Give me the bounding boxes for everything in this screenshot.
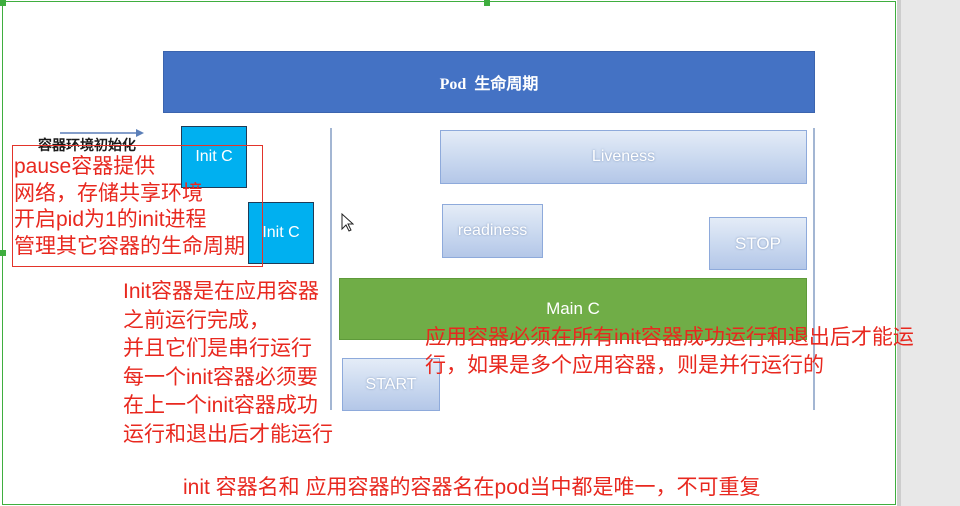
selection-handle-middle-left[interactable] — [0, 250, 6, 256]
arrow-right-icon — [60, 129, 144, 137]
timeline-divider-right — [813, 128, 815, 410]
init-containers-note[interactable]: Init容器是在应用容器 之前运行完成， 并且它们是串行运行 每一个init容器… — [123, 278, 333, 450]
pause-container-note: pause容器提供 网络，存储共享环境 开启pid为1的init进程 管理其它容… — [14, 154, 245, 261]
note-line: 管理其它容器的生命周期 — [14, 235, 245, 259]
main-container-bar[interactable]: Main C — [339, 278, 807, 340]
readiness-label: readiness — [457, 222, 528, 239]
note-line: pause容器提供 — [14, 155, 156, 178]
init-container-second[interactable]: Init C — [248, 202, 314, 264]
selection-handle-top-center[interactable] — [484, 0, 490, 6]
note-line: 运行和退出后才能运行 — [123, 422, 333, 446]
pause-container-note-box[interactable] — [12, 145, 263, 267]
liveness-probe-box[interactable]: Liveness — [440, 130, 807, 184]
init-container-first[interactable]: Init C — [181, 126, 247, 188]
note-line: 每一个init容器必须要 — [123, 365, 318, 389]
selection-handle-top-left[interactable] — [0, 0, 6, 6]
editor-side-panel — [897, 0, 960, 506]
note-line: Init容器是在应用容器 — [123, 280, 320, 303]
app-containers-note[interactable]: 应用容器必须在所有init容器成功运行和退出后才能运 行，如果是多个应用容器，则… — [425, 324, 914, 380]
liveness-label: Liveness — [591, 148, 656, 165]
stop-hook-box[interactable]: STOP — [709, 217, 807, 270]
pod-lifecycle-header[interactable]: Pod 生命周期 — [163, 51, 815, 113]
note-line: 行，如果是多个应用容器，则是并行运行的 — [425, 354, 824, 377]
note-line: 之前运行完成， — [123, 308, 270, 332]
start-label: START — [365, 375, 417, 393]
note-line: 应用容器必须在所有init容器成功运行和退出后才能运 — [425, 326, 914, 349]
header-title: Pod 生命周期 — [439, 76, 539, 93]
init-container-first-label: Init C — [195, 148, 233, 165]
note-line: 开启pid为1的init进程 — [14, 208, 207, 232]
note-line: 网络，存储共享环境 — [14, 181, 203, 205]
container-naming-note[interactable]: init 容器名和 应用容器的容器名在pod当中都是唯一，不可重复 — [183, 476, 761, 499]
start-hook-box[interactable]: START — [342, 358, 440, 411]
mouse-pointer-icon — [341, 213, 354, 232]
init-container-second-label: Init C — [262, 224, 300, 241]
main-container-label: Main C — [546, 299, 600, 318]
readiness-probe-box[interactable]: readiness — [442, 204, 543, 258]
note-line: 并且它们是串行运行 — [123, 337, 312, 361]
note-line: 在上一个init容器成功 — [123, 394, 318, 418]
stop-label: STOP — [735, 233, 781, 253]
timeline-divider-left — [330, 128, 332, 410]
